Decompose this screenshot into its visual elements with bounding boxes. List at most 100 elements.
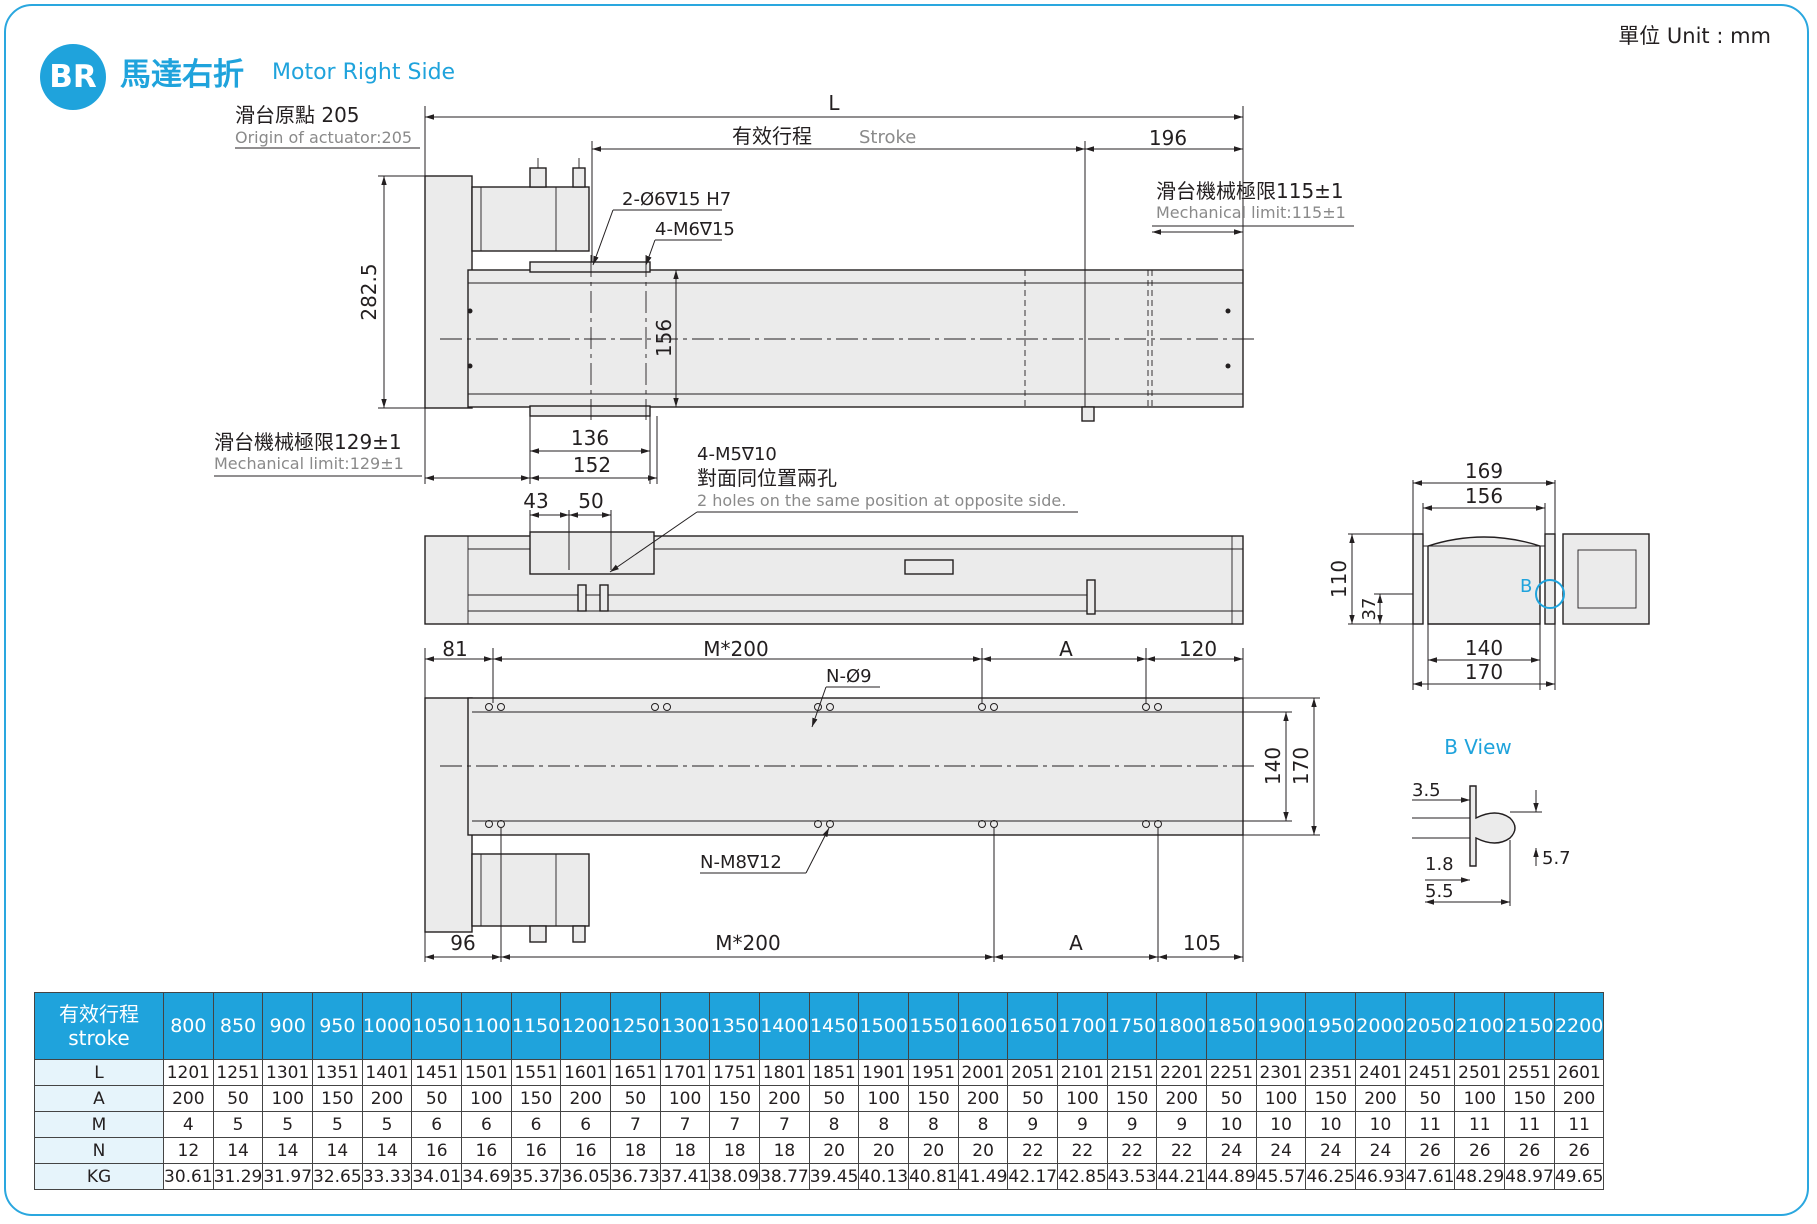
side-motor-block: [424, 175, 473, 409]
table-cell: 1601: [560, 1059, 612, 1086]
table-cell: 32.65: [312, 1163, 363, 1190]
header-stroke-1750: 1750: [1106, 992, 1158, 1060]
dim-140-width: 140: [1261, 747, 1285, 785]
side-rail: [467, 269, 1244, 408]
dim-282-5: 282.5: [357, 263, 381, 320]
mech-limit-right-zh: 滑台機械極限115±1: [1156, 179, 1344, 203]
table-cell: 22: [1106, 1137, 1158, 1164]
table-cell: 2401: [1355, 1059, 1406, 1086]
title-english: Motor Right Side: [272, 60, 456, 85]
table-cell: 36.73: [610, 1163, 661, 1190]
table-cell: 31.97: [262, 1163, 314, 1190]
table-cell: 9: [1106, 1111, 1158, 1138]
table-cell: 35.37: [510, 1163, 562, 1190]
stroke-label-zh: 有效行程: [732, 124, 812, 148]
table-cell: 4: [163, 1111, 214, 1138]
hole-callout-4-m6: 4-M6∇15: [655, 219, 735, 240]
table-cell: 44.89: [1206, 1163, 1257, 1190]
table-cell: 150: [1504, 1085, 1555, 1112]
table-cell: 41.49: [957, 1163, 1009, 1190]
table-cell: 2601: [1553, 1059, 1605, 1086]
table-cell: 2301: [1255, 1059, 1307, 1086]
table-cell: 200: [560, 1085, 612, 1112]
table-cell: 200: [1355, 1085, 1406, 1112]
table-cell: 2451: [1404, 1059, 1456, 1086]
table-cell: 2101: [1057, 1059, 1108, 1086]
table-cell: 9: [1156, 1111, 1208, 1138]
dim-105: 105: [1183, 931, 1221, 955]
dim-81: 81: [442, 637, 467, 661]
header-stroke-1800: 1800: [1156, 992, 1208, 1060]
mech-limit-left-zh: 滑台機械極限129±1: [214, 430, 402, 454]
note-opposite-en: 2 holes on the same position at opposite…: [697, 491, 1066, 510]
table-cell: 31.29: [212, 1163, 264, 1190]
table-cell: 2251: [1206, 1059, 1257, 1086]
header-stroke-1850: 1850: [1206, 992, 1257, 1060]
dim-196: 196: [1149, 126, 1187, 150]
end-dim-110: 110: [1327, 560, 1351, 598]
table-cell: 5: [262, 1111, 314, 1138]
header-stroke-1550: 1550: [908, 992, 959, 1060]
end-profile: [1427, 536, 1541, 625]
table-cell: 100: [659, 1085, 711, 1112]
table-cell: 40.81: [908, 1163, 959, 1190]
hole-callout-n-m8: N-M8∇12: [700, 852, 782, 873]
header-stroke-2000: 2000: [1355, 992, 1406, 1060]
table-cell: 100: [461, 1085, 512, 1112]
table-cell: 100: [262, 1085, 314, 1112]
table-cell: 11: [1454, 1111, 1506, 1138]
table-cell: 18: [610, 1137, 661, 1164]
b-dim-3-5: 3.5: [1412, 780, 1441, 801]
table-cell: 100: [1454, 1085, 1506, 1112]
header-stroke-1150: 1150: [510, 992, 562, 1060]
table-cell: 2551: [1504, 1059, 1555, 1086]
table-cell: 26: [1553, 1137, 1605, 1164]
header-stroke-850: 850: [212, 992, 264, 1060]
end-view: B 169 156 110 37 140 170: [1327, 459, 1650, 690]
header-stroke-cell: 有效行程 stroke: [34, 992, 164, 1060]
header-stroke-1100: 1100: [461, 992, 512, 1060]
model-badge: BR: [40, 44, 106, 110]
end-dim-156: 156: [1465, 484, 1503, 508]
table-cell: 24: [1206, 1137, 1257, 1164]
table-cell: 14: [312, 1137, 363, 1164]
dim-43: 43: [523, 489, 548, 513]
origin-label-en: Origin of actuator:205: [235, 128, 412, 147]
table-cell: 150: [312, 1085, 363, 1112]
title-chinese: 馬達右折: [120, 57, 244, 93]
table-cell: 50: [1007, 1085, 1059, 1112]
header-stroke-900: 900: [262, 992, 314, 1060]
end-motor: [1562, 533, 1650, 625]
table-cell: 9: [1007, 1111, 1059, 1138]
table-cell: 50: [808, 1085, 860, 1112]
table-cell: 8: [808, 1111, 860, 1138]
table-cell: 2201: [1156, 1059, 1208, 1086]
table-cell: 7: [610, 1111, 661, 1138]
table-cell: 100: [1255, 1085, 1307, 1112]
table-cell: 34.01: [411, 1163, 463, 1190]
table-cell: 22: [1057, 1137, 1108, 1164]
table-cell: 46.25: [1305, 1163, 1357, 1190]
table-cell: 1751: [709, 1059, 761, 1086]
table-cell: 48.29: [1454, 1163, 1506, 1190]
table-cell: 50: [411, 1085, 463, 1112]
header-stroke-1650: 1650: [1007, 992, 1059, 1060]
table-cell: 1701: [659, 1059, 711, 1086]
table-cell: 1901: [858, 1059, 910, 1086]
b-view-title: B View: [1444, 735, 1512, 759]
b-view-profile: [1469, 785, 1516, 867]
table-cell: 6: [560, 1111, 612, 1138]
table-cell: 42.85: [1057, 1163, 1108, 1190]
table-cell: 6: [461, 1111, 512, 1138]
row-label: KG: [34, 1163, 164, 1190]
end-dim-140: 140: [1465, 636, 1503, 660]
table-cell: 7: [759, 1111, 810, 1138]
front-view: 43 50 4-M5∇10 對面同位置兩孔 2 holes on the sam…: [424, 444, 1244, 625]
table-cell: 36.05: [560, 1163, 612, 1190]
table-cell: 48.97: [1504, 1163, 1555, 1190]
table-cell: 150: [510, 1085, 562, 1112]
header-stroke-1000: 1000: [361, 992, 413, 1060]
